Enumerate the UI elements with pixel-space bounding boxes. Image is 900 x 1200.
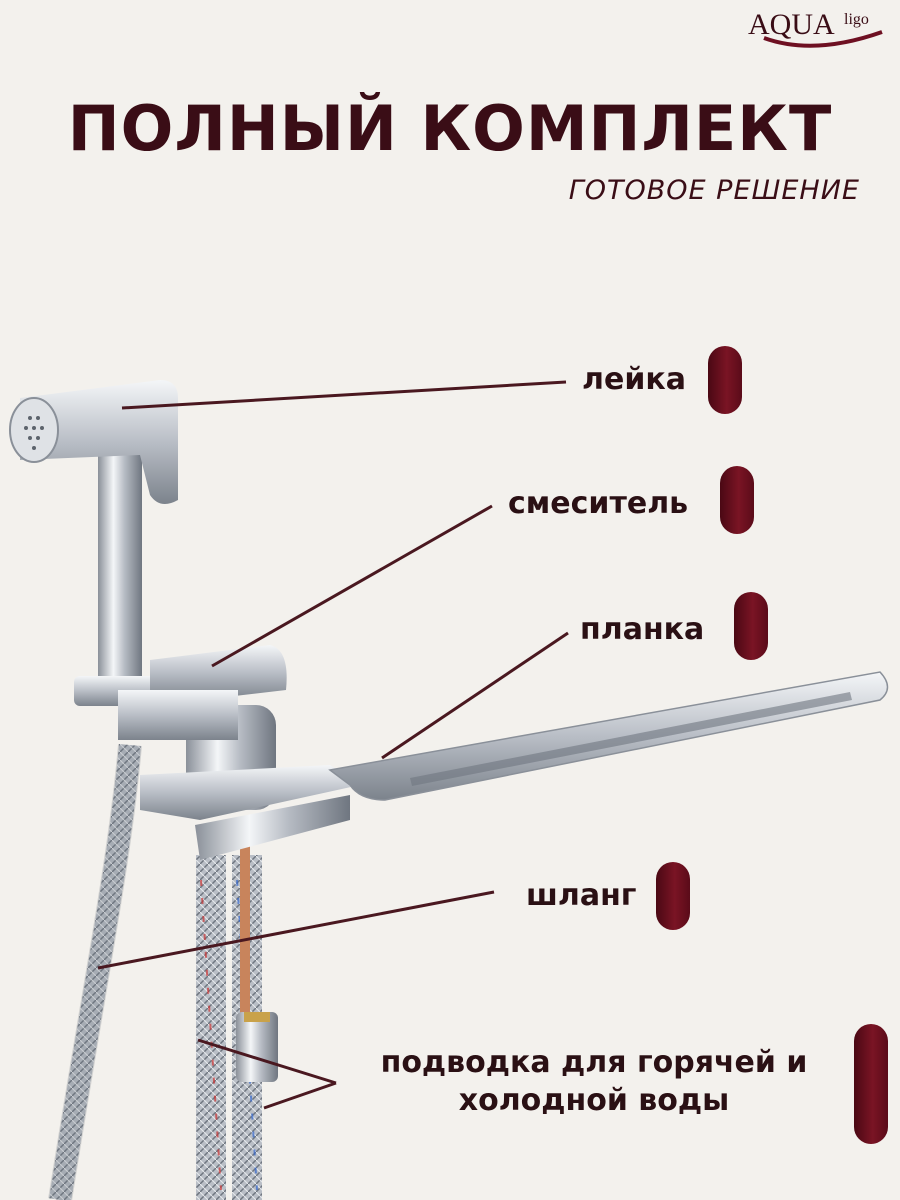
- brand-logo-text: AQUA: [748, 8, 835, 41]
- label-hose: шланг: [526, 878, 637, 913]
- callout-line-supply-right: [263, 1081, 337, 1110]
- callout-line-hose: [97, 890, 495, 970]
- shower-head-body: [20, 380, 178, 504]
- callout-line-mixer: [211, 504, 493, 668]
- label-plate: планка: [580, 612, 705, 647]
- brand-logo-suffix: ligo: [844, 11, 869, 28]
- callout-line-supply-left: [197, 1038, 337, 1085]
- callout-line-shower-head: [121, 380, 567, 410]
- mounting-base: [140, 765, 360, 820]
- label-shower-head: лейка: [582, 362, 686, 397]
- label-mixer: смеситель: [508, 486, 689, 521]
- accent-pill-supply: [854, 1024, 888, 1144]
- label-supply: подводка для горячей и холодной воды: [380, 1045, 808, 1118]
- accent-pill-plate: [734, 592, 768, 660]
- page-subtitle: ГОТОВОЕ РЕШЕНИЕ: [568, 175, 860, 206]
- page-title: ПОЛНЫЙ КОМПЛЕКТ: [67, 92, 833, 165]
- accent-pill-hose: [656, 862, 690, 930]
- mixer-arm: [118, 690, 238, 740]
- copper-pipe: [240, 820, 250, 1020]
- brand-logo-swoosh: [763, 30, 883, 48]
- mixer-lever: [150, 645, 287, 700]
- accent-pill-mixer: [720, 466, 754, 534]
- supply-fitting: [236, 1012, 278, 1082]
- brand-logo: AQUA ligo: [744, 2, 894, 52]
- shower-hose: [49, 744, 141, 1200]
- mounting-plate-slot: [410, 692, 852, 786]
- callout-line-plate: [381, 631, 569, 760]
- shower-handle: [98, 440, 142, 690]
- accent-pill-shower-head: [708, 346, 742, 414]
- brand-logo-graphic: AQUA ligo: [748, 8, 883, 48]
